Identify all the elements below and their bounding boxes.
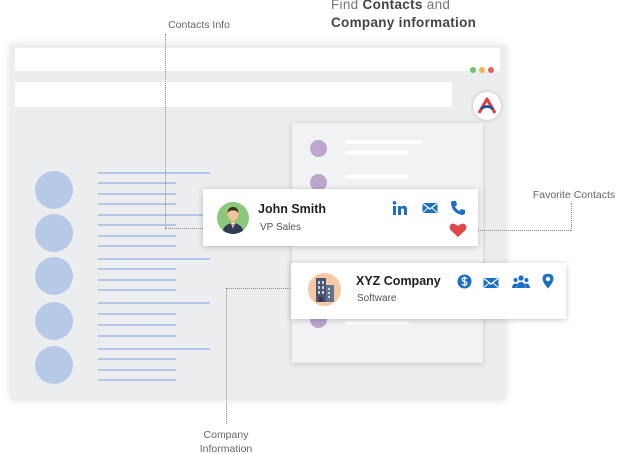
panel-list-line — [345, 321, 409, 325]
connector-favorite-v — [571, 203, 572, 231]
list-line — [98, 348, 210, 350]
panel-list-line — [345, 140, 422, 144]
minimize-button[interactable] — [479, 67, 485, 73]
list-line — [98, 172, 210, 174]
maximize-button[interactable] — [470, 67, 476, 73]
list-avatar — [35, 346, 73, 384]
panel-list-dot — [310, 174, 327, 191]
list-line — [98, 235, 176, 237]
company-avatar — [308, 273, 341, 306]
list-line — [98, 245, 176, 247]
heart-icon[interactable] — [449, 222, 467, 238]
connector-contacts-info-h — [165, 228, 203, 229]
connector-company-v — [226, 288, 227, 424]
email-icon[interactable] — [483, 275, 499, 291]
connector-company-h — [226, 288, 292, 289]
close-button[interactable] — [488, 67, 494, 73]
email-icon[interactable] — [422, 200, 438, 216]
contact-avatar — [217, 202, 249, 234]
list-avatar — [35, 302, 73, 340]
contact-title: VP Sales — [260, 222, 301, 233]
linkedin-icon[interactable] — [392, 200, 408, 216]
callout-favorite-contacts: Favorite Contacts — [532, 189, 616, 201]
list-line — [98, 302, 210, 304]
list-line — [98, 268, 176, 270]
connector-favorite-h — [477, 230, 571, 231]
list-line — [98, 258, 210, 260]
list-line — [98, 203, 176, 205]
list-line — [98, 335, 176, 337]
list-avatar — [35, 257, 73, 295]
address-bar[interactable] — [15, 82, 452, 107]
list-line — [98, 379, 176, 381]
list-line — [98, 324, 176, 326]
contact-name: John Smith — [258, 202, 327, 216]
headline-prefix: Find — [331, 0, 359, 12]
location-pin-icon[interactable] — [540, 273, 556, 289]
phone-icon[interactable] — [450, 200, 466, 216]
brand-logo — [473, 92, 501, 120]
company-name: XYZ Company — [356, 274, 441, 288]
panel-list-dot — [310, 140, 327, 157]
list-line — [98, 358, 176, 360]
list-avatar — [35, 171, 73, 209]
callout-company-line2: Information — [199, 443, 253, 454]
headline-contacts: Contacts — [362, 0, 423, 12]
company-card[interactable]: XYZ Company Software — [291, 263, 566, 319]
building-icon — [316, 278, 334, 302]
callout-company-information: Company Information — [186, 428, 266, 454]
list-avatar — [35, 214, 73, 252]
list-line — [98, 279, 176, 281]
headline-company-info: Company information — [331, 15, 477, 30]
connector-contacts-info-v — [165, 34, 166, 228]
list-line — [98, 224, 176, 226]
panel-list-line — [345, 175, 409, 179]
list-line — [98, 289, 176, 291]
headline-and: and — [426, 0, 451, 12]
list-line — [98, 214, 210, 216]
headline: Find Contacts and Company information — [331, 0, 476, 32]
list-line — [98, 313, 176, 315]
contact-card[interactable]: John Smith VP Sales — [203, 189, 478, 246]
person-avatar-icon — [222, 207, 244, 234]
callout-company-line1: Company — [203, 429, 249, 441]
list-line — [98, 369, 176, 371]
title-bar — [15, 48, 500, 73]
list-line — [98, 182, 176, 184]
company-industry: Software — [357, 293, 397, 304]
dollar-icon[interactable] — [457, 274, 472, 289]
list-line — [98, 193, 176, 195]
people-icon[interactable] — [512, 274, 530, 290]
brand-logo-icon — [477, 97, 497, 114]
panel-list-line — [345, 151, 409, 155]
callout-contacts-info: Contacts Info — [168, 19, 230, 31]
